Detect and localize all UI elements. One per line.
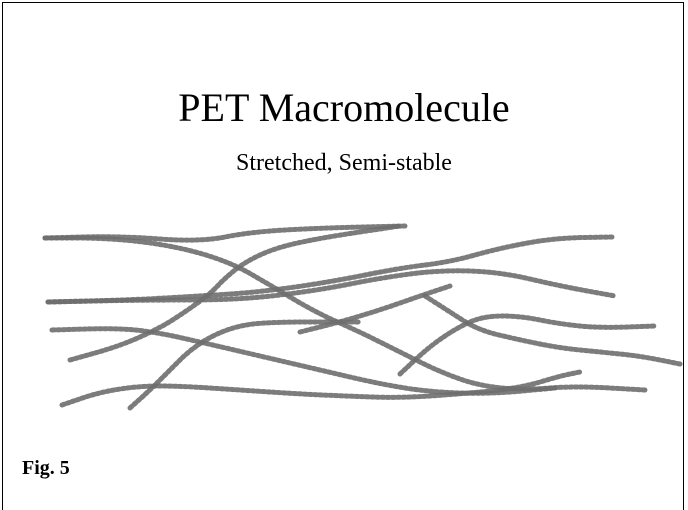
- polymer-chain-11: [400, 316, 655, 374]
- polymer-chain-2: [45, 238, 645, 390]
- slide-subtitle: Stretched, Semi-stable: [0, 148, 688, 178]
- polymer-chain-3: [48, 237, 612, 302]
- polymer-chain-10: [425, 296, 680, 364]
- polymer-chains: [45, 226, 680, 408]
- slide-title: PET Macromolecule: [0, 84, 688, 132]
- polymer-chain-9: [300, 286, 450, 332]
- figure-caption: Fig. 5: [22, 456, 70, 480]
- polymer-chain-diagram: [0, 210, 688, 430]
